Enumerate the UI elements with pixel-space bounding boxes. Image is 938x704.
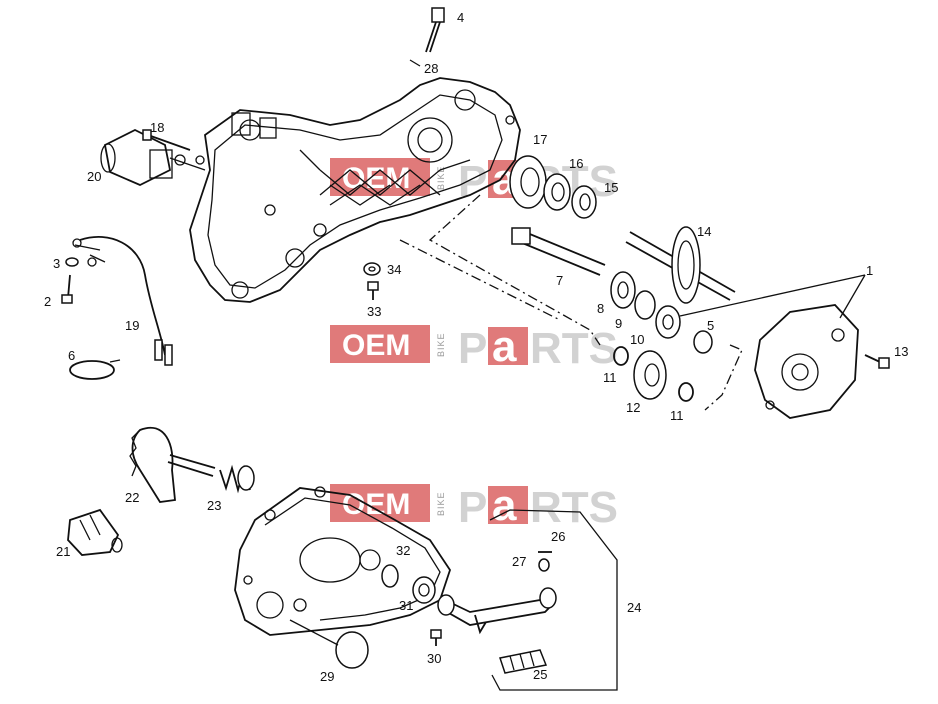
callout-18: 18 xyxy=(150,120,164,135)
watermark-p-text: P xyxy=(458,483,487,532)
callout-15: 15 xyxy=(604,180,618,195)
callout-1: 1 xyxy=(866,263,873,278)
bolt-18 xyxy=(142,129,191,151)
callout-23: 23 xyxy=(207,498,221,513)
clip-6 xyxy=(69,359,121,380)
callout-26: 26 xyxy=(551,529,565,544)
callout-5: 5 xyxy=(707,318,714,333)
watermark-bike-text: BIKE xyxy=(436,332,446,357)
callout-30: 30 xyxy=(427,651,441,666)
callout-3: 3 xyxy=(53,256,60,271)
circlip-11-left xyxy=(613,346,629,366)
callout-4: 4 xyxy=(457,10,464,25)
spring-23 xyxy=(219,464,255,494)
rubber-25 xyxy=(499,649,548,674)
seal-16 xyxy=(543,173,571,211)
watermark-a-text: a xyxy=(492,481,517,530)
ring-9 xyxy=(634,290,656,320)
gearbox-cover-1 xyxy=(754,304,859,419)
crankcase-housing xyxy=(189,77,521,303)
callout-17: 17 xyxy=(533,132,547,147)
callout-6: 6 xyxy=(68,348,75,363)
seal-15 xyxy=(571,185,597,219)
watermark-p-text: P xyxy=(458,324,487,373)
callout-27: 27 xyxy=(512,554,526,569)
watermark-p-text: P xyxy=(458,157,487,206)
screw-2 xyxy=(61,257,79,304)
shaft-7 xyxy=(511,227,606,276)
starter-motor xyxy=(100,128,206,186)
bearing-17 xyxy=(509,155,547,209)
callout-8: 8 xyxy=(597,301,604,316)
callout-33: 33 xyxy=(367,304,381,319)
callout-labels: 1 2 3 4 5 6 7 8 9 10 11 11 12 13 14 15 1… xyxy=(44,10,908,684)
callout-12: 12 xyxy=(626,400,640,415)
bolt-13 xyxy=(864,354,890,369)
watermark-oem-text: OEM xyxy=(342,488,410,521)
callout-32: 32 xyxy=(396,543,410,558)
starter-drive-21 xyxy=(67,508,123,556)
bushing-34 xyxy=(363,262,381,276)
watermark-rts-text: RTS xyxy=(530,483,618,532)
callout-11-left: 11 xyxy=(603,370,617,385)
callout-2: 2 xyxy=(44,294,51,309)
seal-31 xyxy=(412,576,436,604)
wire-harness-19 xyxy=(72,236,173,366)
circlip-11-right xyxy=(678,382,694,402)
callout-7: 7 xyxy=(556,273,563,288)
washer-5 xyxy=(693,330,713,354)
bolt-30 xyxy=(430,629,442,646)
callout-11-right: 11 xyxy=(670,408,684,423)
watermark-bike-text: BIKE xyxy=(436,165,446,190)
watermark-bottom: OEM BIKE P a RTS xyxy=(330,481,618,532)
watermark-a-box xyxy=(488,327,528,365)
kick-lever-24 xyxy=(437,509,618,691)
watermark-oem-box xyxy=(330,325,430,363)
bearing-10 xyxy=(655,305,681,339)
bearing-8 xyxy=(610,271,636,309)
pin-27 xyxy=(538,558,550,572)
callout-10: 10 xyxy=(630,332,644,347)
callout-13: 13 xyxy=(894,344,908,359)
bolt-33 xyxy=(367,281,379,300)
callout-24: 24 xyxy=(627,600,641,615)
watermark-oem-box xyxy=(330,484,430,522)
callout-22: 22 xyxy=(125,490,139,505)
watermark-rts-text: RTS xyxy=(530,324,618,373)
watermark-middle: OEM BIKE P a RTS xyxy=(330,322,618,373)
watermark-oem-text: OEM xyxy=(342,329,410,362)
callout-31: 31 xyxy=(399,598,413,613)
callout-16: 16 xyxy=(569,156,583,171)
callout-14: 14 xyxy=(697,224,711,239)
callout-9: 9 xyxy=(615,316,622,331)
cap-29 xyxy=(289,619,369,669)
callout-29: 29 xyxy=(320,669,334,684)
gear-12 xyxy=(633,350,667,400)
sensor-4 xyxy=(409,7,445,67)
watermark-a-text: a xyxy=(492,322,517,371)
callout-21: 21 xyxy=(56,544,70,559)
callout-28: 28 xyxy=(424,61,438,76)
kickstart-cover xyxy=(234,486,451,636)
callout-25: 25 xyxy=(533,667,547,682)
gear-shaft-14 xyxy=(625,226,736,304)
watermark-bike-text: BIKE xyxy=(436,491,446,516)
watermark-top: OEM BIKE P a RTS xyxy=(330,155,618,206)
callout-19: 19 xyxy=(125,318,139,333)
kick-quadrant-22 xyxy=(129,427,216,503)
callout-20: 20 xyxy=(87,169,101,184)
bushing-32 xyxy=(381,564,399,588)
callout-34: 34 xyxy=(387,262,401,277)
